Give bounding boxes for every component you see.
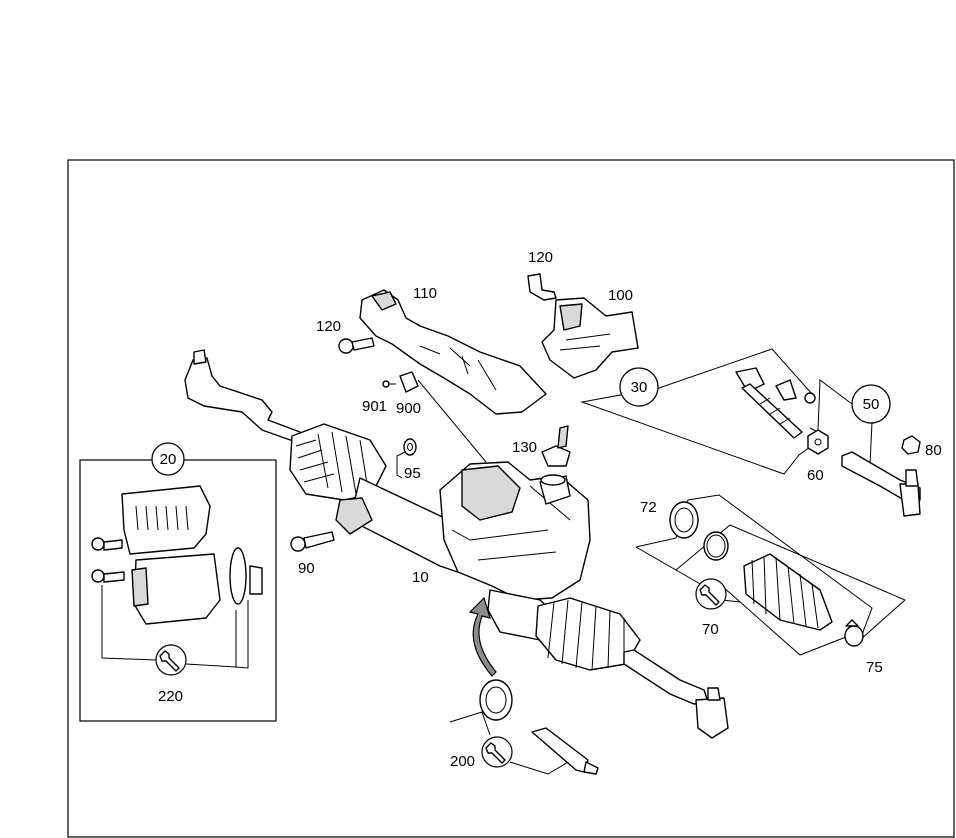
sensor-900-901 [382,371,419,393]
nut-60 [807,429,829,455]
wrench-icon [155,644,187,676]
callout-labels: 120 110 100 120 901 900 130 95 80 60 72 … [158,249,942,770]
seal-200 [479,679,513,721]
diagram-frame [67,159,955,838]
label-60: 60 [807,467,824,484]
svg-text:30: 30 [631,379,648,396]
label-110: 110 [413,285,437,302]
label-200: 200 [450,753,475,770]
assembly-direction-arrow [468,596,497,677]
label-95: 95 [404,465,421,482]
ring-72 [669,501,729,561]
wrench-icon [695,578,727,610]
callout-badge-50: 50 [851,384,891,424]
label-120-top: 120 [528,249,553,266]
label-10: 10 [412,569,429,586]
bracket-100 [541,297,639,379]
svg-text:50: 50 [863,396,880,413]
bolt-120-left [338,337,375,354]
label-72: 72 [640,499,657,516]
callout-badge-20: 20 [151,442,185,476]
clamp-75 [844,619,864,647]
washer-95 [403,438,417,456]
label-70: 70 [702,621,719,638]
wrench-icon [481,736,513,768]
control-unit-20 [91,485,263,625]
label-901: 901 [362,398,387,415]
label-120-left: 120 [316,318,341,335]
steering-rack-assembly [184,349,729,739]
valve-130 [541,425,571,467]
label-130: 130 [512,439,537,456]
label-100: 100 [608,287,633,304]
cover-110 [359,289,547,415]
label-80: 80 [925,442,942,459]
callout-badge-30: 30 [619,367,659,407]
grease-tube [531,727,599,775]
svg-text:20: 20 [160,451,177,468]
label-220: 220 [158,688,183,705]
inner-tie-rod-30 [735,367,816,439]
outer-tie-rod-50 [841,451,921,517]
bolt-120-top [527,273,557,301]
label-75: 75 [866,659,883,676]
nut-80 [901,435,921,455]
label-90: 90 [298,560,315,577]
bolt-90 [290,531,335,552]
label-900: 900 [396,400,421,417]
bellows-70 [743,553,833,631]
